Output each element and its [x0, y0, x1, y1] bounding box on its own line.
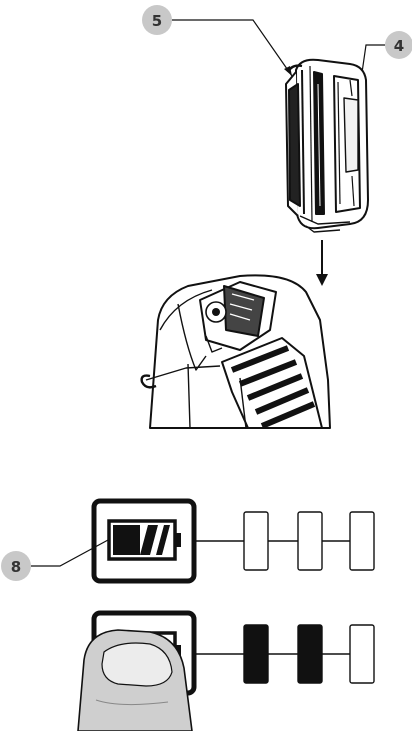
tool-body	[142, 275, 330, 428]
led-1	[244, 512, 268, 570]
arrow-down-icon	[316, 240, 328, 286]
battery-icon	[109, 521, 181, 559]
led-3	[350, 512, 374, 570]
battery-pack	[286, 60, 368, 232]
svg-text:8: 8	[11, 558, 21, 576]
led-3	[350, 625, 374, 683]
battery-indicator-top	[94, 501, 374, 581]
led-2	[298, 625, 322, 683]
callout-5: 5	[142, 5, 292, 76]
led-2	[298, 512, 322, 570]
svg-text:5: 5	[152, 12, 162, 30]
svg-text:4: 4	[394, 37, 404, 55]
led-1	[244, 625, 268, 683]
